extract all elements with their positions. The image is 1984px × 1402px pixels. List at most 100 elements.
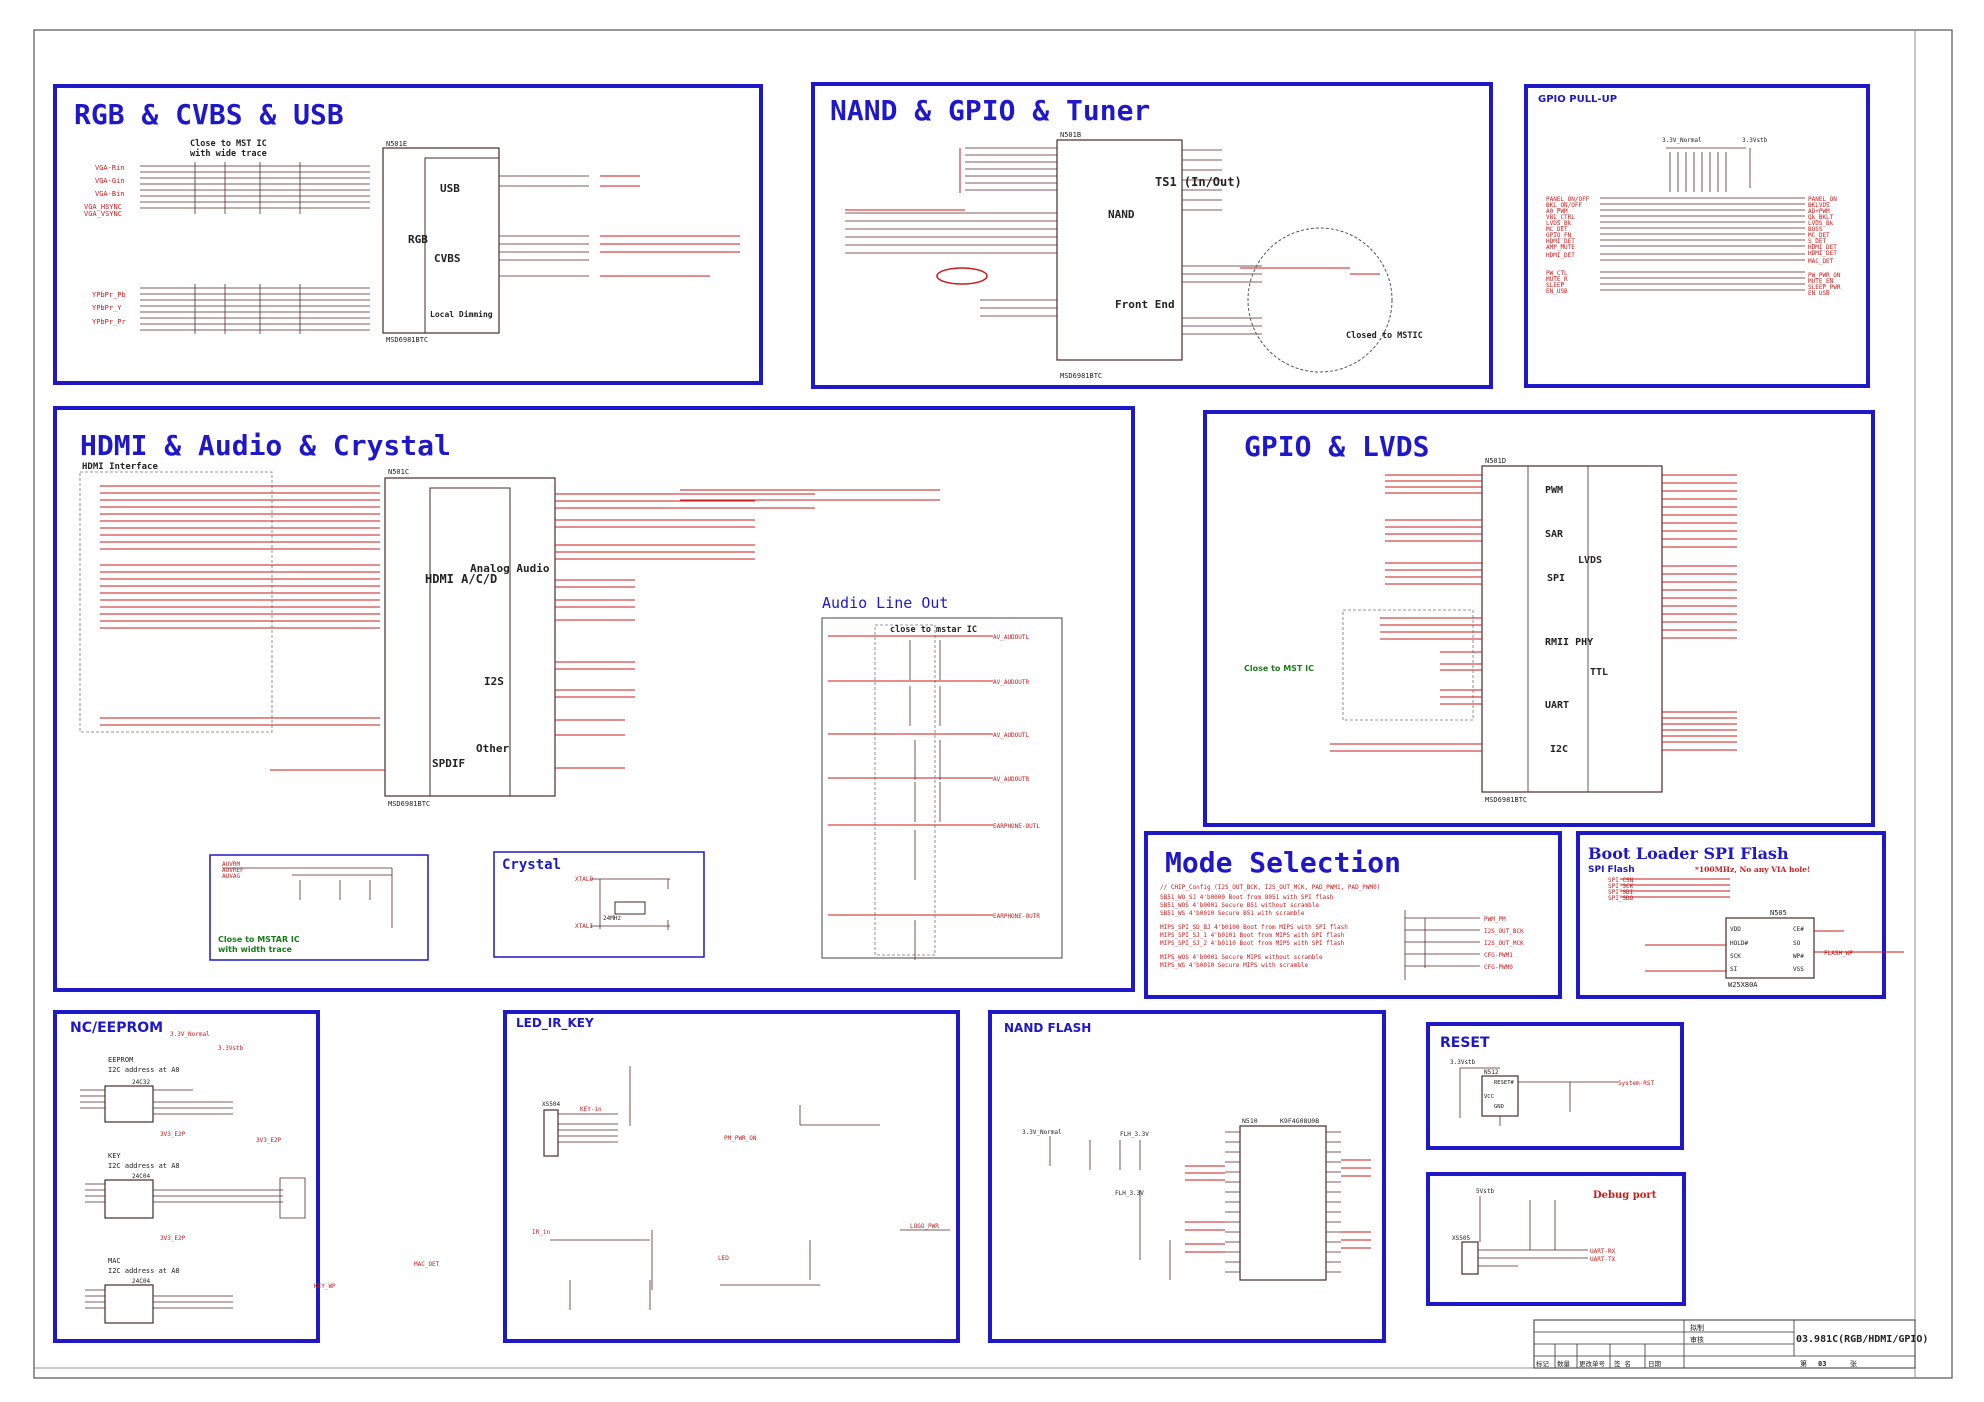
ic-n501c-inner xyxy=(429,487,511,797)
rail-3v3-normal: 3.3V_Normal xyxy=(1662,137,1702,144)
mode-line-1: SB51_WO_SJ 4'b0000 Boot from 8051 with S… xyxy=(1160,894,1334,901)
block-hdmi: HDMI A/C/D xyxy=(425,572,497,586)
key-eeprom-chip xyxy=(104,1179,154,1219)
block-i2c: I2C xyxy=(1550,744,1568,755)
nand-gpio-tuner-title: NAND & GPIO & Tuner xyxy=(830,94,1150,127)
mac-title: MAC xyxy=(108,1257,121,1265)
eeprom-addr: I2C address at A0 xyxy=(108,1066,180,1074)
mac-eeprom-part: 24C04 xyxy=(132,1278,150,1285)
mode-line-5: MIPS_SPI_SJ_1 4'b0101 Boot from MIPS wit… xyxy=(1160,932,1345,939)
crystal-title: Crystal xyxy=(502,857,561,873)
block-lvds: LVDS xyxy=(1578,555,1602,566)
pullup-resistors xyxy=(1600,147,1805,291)
ic-n501d-part: MSD6981BTC xyxy=(1485,796,1527,804)
title-block-checked: 审核 xyxy=(1690,1335,1704,1344)
pu-right-4: LVDS_Bk xyxy=(1808,220,1834,227)
alo-out-4: EARPHONE-OUTL xyxy=(993,823,1040,830)
boot-loader-note: *100MHz, No any VIA hole! xyxy=(1695,865,1810,874)
lik-net-6: MAC_DET xyxy=(414,1261,440,1268)
pu-right-3: Qk_BKLT xyxy=(1808,214,1834,221)
pu-left-2: A0_PWM xyxy=(1546,208,1568,215)
mode-line-3: SB51_WS 4'b0010 Secure B51 with scramble xyxy=(1160,910,1305,917)
title-block-prepared: 拟制 xyxy=(1690,1323,1704,1332)
rgb-note-2: with wide trace xyxy=(190,148,267,159)
key-eeprom-part: 24C04 xyxy=(132,1173,150,1180)
connector-xs504 xyxy=(543,1109,559,1157)
reset-wires xyxy=(1459,1067,1618,1126)
ic-n501b-ref: N501B xyxy=(1060,131,1081,139)
section-reset: RESET N512 VCC RESET# GND 3.3Vstb System… xyxy=(1426,1022,1684,1150)
bl-net-0: SPI_CSN xyxy=(1608,877,1634,884)
section-gpio-lvds: GPIO & LVDS N501D MSD6981BTC PWM SAR SPI… xyxy=(1203,410,1875,827)
hdmi-red-nets xyxy=(100,485,940,771)
reset-net: System-RST xyxy=(1618,1080,1655,1087)
tuner-note: Closed to MSTIC xyxy=(1346,331,1423,341)
key-addr: I2C address at A8 xyxy=(108,1162,180,1170)
block-pwm: PWM xyxy=(1545,485,1563,496)
eeprom-chip xyxy=(104,1085,154,1123)
pu-left-5: MC_DET xyxy=(1546,226,1568,233)
audio-line-out-parts xyxy=(909,640,941,960)
block-i2s: I2S xyxy=(484,675,504,688)
section-nc-eeprom: NC/EEPROM EEPROM I2C address at A0 24C32… xyxy=(53,1010,320,1343)
section-audio-line-out: Audio Line Out close to mstar IC AV_AUDO… xyxy=(821,594,1063,960)
mode-net-2: I2S_OUT_MCK xyxy=(1484,940,1524,947)
pu-right-5: BOSS xyxy=(1808,226,1823,233)
pu-left-11: MUTE_R xyxy=(1546,276,1568,283)
pu-right-0: PANEL_ON xyxy=(1808,196,1837,203)
n505-pin-r1: SO xyxy=(1793,940,1801,947)
mac-eeprom-chip xyxy=(104,1284,154,1324)
pu-left-10: PW_CTL xyxy=(1546,270,1568,277)
debug-net-0: UART-RX xyxy=(1590,1248,1616,1255)
mode-net-4: CFG-PWM0 xyxy=(1484,964,1513,971)
ne-rail-3: 3V3_E2P xyxy=(256,1137,282,1144)
hdmi-subtitle: HDMI Interface xyxy=(82,462,158,472)
ic-n501b xyxy=(1056,139,1183,361)
pu-right-7: S_DET xyxy=(1808,238,1826,245)
n505-pin-l3: SI xyxy=(1730,966,1738,973)
ic-n501c-part: MSD6981BTC xyxy=(388,800,430,808)
reset-rail: 3.3Vstb xyxy=(1450,1059,1476,1066)
ic-n505-part: W25X80A xyxy=(1728,981,1758,989)
gpio-lvds-dashed-area xyxy=(1342,609,1474,721)
alo-out-0: AV_AUDOUTL xyxy=(993,634,1030,641)
bl-net-3: SPI_SDO xyxy=(1608,895,1634,902)
section-debug-port: Debug port XS505 5Vstb UART-RX UART-TX xyxy=(1426,1172,1686,1306)
mode-net-0: PWM_PM xyxy=(1484,916,1506,923)
alo-out-3: AV_AUDOUTR xyxy=(993,776,1030,783)
ic-n501d-inner xyxy=(1527,465,1589,793)
net-ypbpr-pr: YPbPr_Pr xyxy=(92,318,126,326)
ic-n501e-inner xyxy=(424,157,500,334)
section-gpio-pullup: GPIO PULL-UP 3.3V_Normal 3.3Vstb PANEL_O… xyxy=(1524,84,1870,388)
block-usb: USB xyxy=(440,182,460,195)
pu-right-14: EN USB xyxy=(1808,290,1830,297)
rail-3v3stb: 3.3Vstb xyxy=(1742,137,1768,144)
rgb-input-network xyxy=(140,162,589,334)
tb-header-2: 更改单号 xyxy=(1579,1359,1606,1368)
boot-loader-nets xyxy=(1620,878,1904,972)
net-vga-bin: VGA-Bin xyxy=(95,190,125,198)
highlight-ellipse xyxy=(936,267,988,285)
alo-out-5: EARPHONE-OUTR xyxy=(993,913,1040,920)
mode-net-3: CFG-PWM1 xyxy=(1484,952,1513,959)
alo-out-1: AV_AUDOUTR xyxy=(993,679,1030,686)
mode-selection-table: // CHIP_Config (I2S_OUT_BCK, I2S_OUT_MCK… xyxy=(1160,884,1380,969)
bl-net-4: FLASH_WP xyxy=(1824,950,1853,957)
ne-rail-0: 3.3V_Normal xyxy=(170,1031,210,1038)
n512-pin-1: RESET# xyxy=(1494,1080,1515,1086)
block-rmii: RMII PHY xyxy=(1545,637,1593,648)
mode-line-4: MIPS_SPI_SD_BJ 4'b0100 Boot from MIPS wi… xyxy=(1160,924,1348,931)
n505-pin-r3: VSS xyxy=(1793,966,1804,973)
tb-header-0: 标记 xyxy=(1536,1359,1550,1368)
hdmi-title: HDMI & Audio & Crystal xyxy=(80,429,451,462)
tb-header-1: 数量 xyxy=(1557,1359,1571,1368)
pu-left-13: EN_USB xyxy=(1546,288,1568,295)
n505-pin-l0: VDD xyxy=(1730,926,1741,933)
section-boot-loader: Boot Loader SPI Flash SPI Flash *100MHz,… xyxy=(1576,831,1904,999)
ic-n501e-part: MSD6981BTC xyxy=(386,336,428,344)
pu-left-1: BKL_ON/OFF xyxy=(1546,202,1583,209)
tb-header-4: 日期 xyxy=(1648,1360,1662,1368)
mode-straps xyxy=(1404,910,1480,980)
nand-flash-pins xyxy=(1049,1131,1341,1280)
